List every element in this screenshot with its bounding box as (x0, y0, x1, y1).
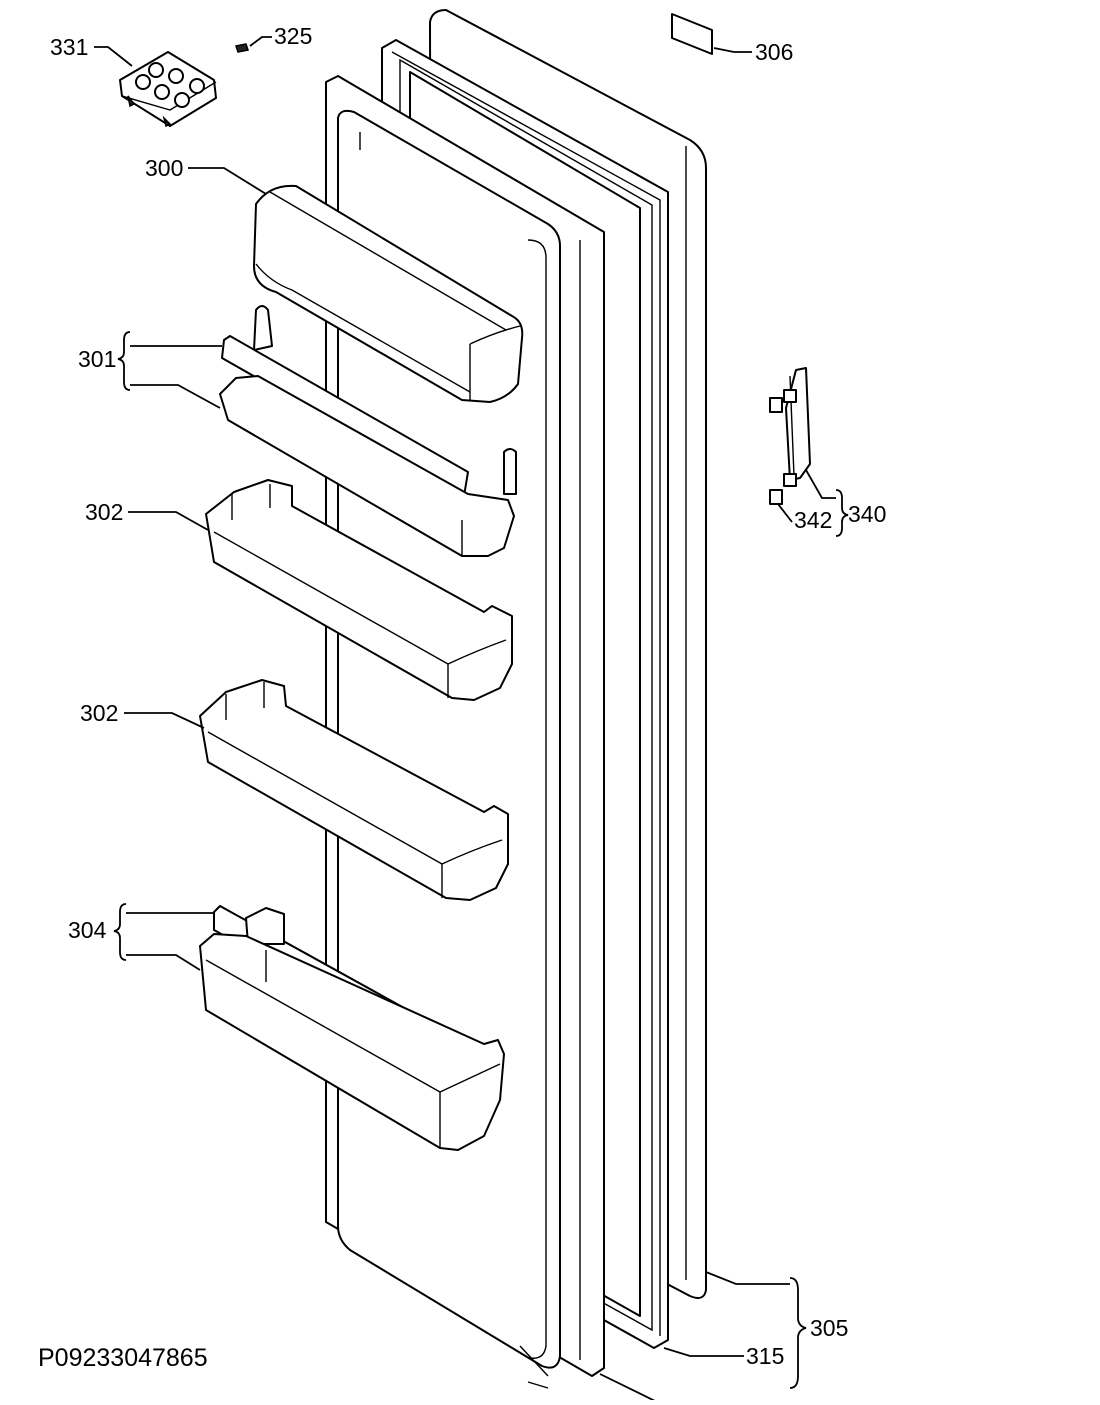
label-306: 306 (755, 39, 793, 65)
dairy-compartment (253, 184, 524, 403)
label-340: 340 (848, 501, 886, 527)
door-bin-302-lower (199, 679, 509, 901)
leader-lines (94, 36, 836, 1405)
label-305: 305 (810, 1315, 848, 1341)
label-304: 304 (68, 917, 107, 943)
door-bin-302-upper (205, 479, 513, 701)
label-302-upper: 302 (85, 499, 123, 525)
egg-tray (119, 51, 217, 128)
drawing-code: P09233047865 (38, 1344, 208, 1372)
callout-labels: 331 325 306 300 301 302 302 304 342 340 … (50, 23, 886, 1369)
label-331: 331 (50, 34, 88, 60)
label-342: 342 (794, 507, 832, 533)
screw (235, 43, 249, 53)
shelf-301 (219, 305, 517, 557)
label-315: 315 (746, 1343, 784, 1369)
door-bin-304 (199, 905, 505, 1151)
label-301: 301 (78, 346, 116, 372)
label-300: 300 (145, 155, 183, 181)
label-302-lower: 302 (80, 700, 118, 726)
rating-label (671, 13, 713, 55)
hinge-bracket (769, 367, 811, 505)
label-325: 325 (274, 23, 312, 49)
brackets (113, 331, 849, 1389)
